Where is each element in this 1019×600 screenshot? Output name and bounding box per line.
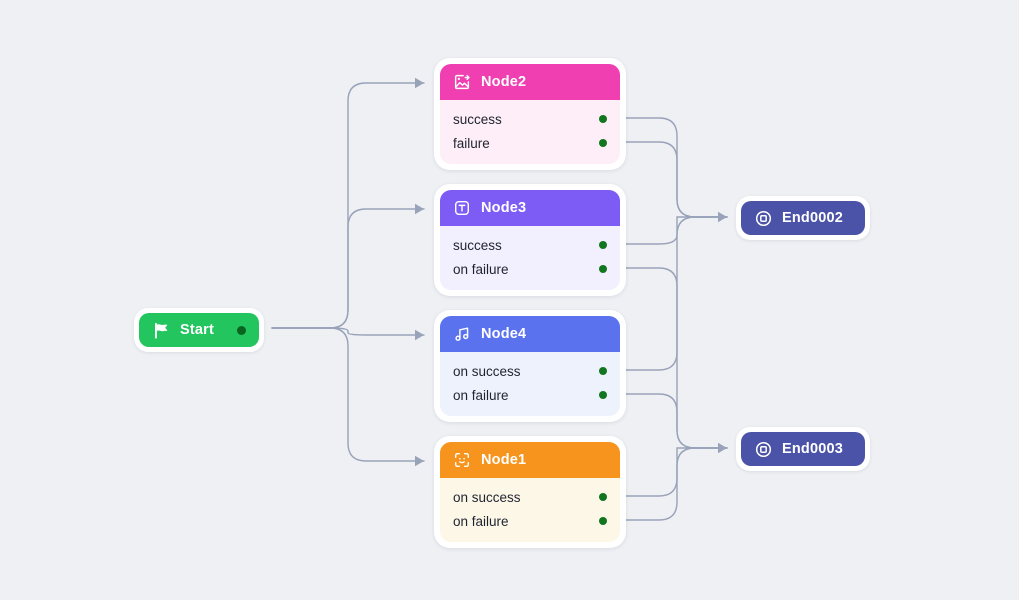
- node-end0002[interactable]: End0002: [736, 196, 870, 240]
- node-card-node2[interactable]: Node2 success failure: [434, 58, 626, 170]
- port-label: on failure: [453, 387, 509, 403]
- edge: [624, 393, 728, 449]
- edge: [624, 447, 728, 497]
- port-label: failure: [453, 135, 490, 151]
- card-inner: Node4 on success on failure: [440, 316, 620, 416]
- port-status-dot[interactable]: [599, 265, 607, 273]
- port-status-dot[interactable]: [599, 493, 607, 501]
- start-pill[interactable]: Start: [139, 313, 259, 347]
- edge: [271, 327, 425, 462]
- edge: [271, 82, 425, 329]
- card-ports: on success on failure: [440, 478, 620, 542]
- node-card-node1[interactable]: Node1 on success on failure: [434, 436, 626, 548]
- port-label: on success: [453, 363, 521, 379]
- port-label: on failure: [453, 261, 509, 277]
- stop-circle-icon: [754, 440, 773, 459]
- card-ports: on success on failure: [440, 352, 620, 416]
- port-label: success: [453, 111, 502, 127]
- card-title: Node2: [481, 74, 527, 90]
- port-label: on success: [453, 489, 521, 505]
- stop-circle-icon: [754, 209, 773, 228]
- card-header[interactable]: Node2: [440, 64, 620, 100]
- port-label: success: [453, 237, 502, 253]
- card-ports: success failure: [440, 100, 620, 164]
- edge: [271, 327, 425, 336]
- music-note-icon: [453, 325, 471, 343]
- edge: [624, 216, 728, 371]
- start-label: Start: [180, 322, 215, 338]
- card-title: Node4: [481, 326, 527, 342]
- edge-arrowhead: [415, 77, 424, 89]
- port-status-dot[interactable]: [599, 517, 607, 525]
- edge: [624, 141, 728, 218]
- node-start[interactable]: Start: [134, 308, 264, 352]
- card-inner: Node3 success on failure: [440, 190, 620, 290]
- card-header[interactable]: Node4: [440, 316, 620, 352]
- card-inner: Node2 success failure: [440, 64, 620, 164]
- image-export-icon: [453, 73, 471, 91]
- port-row[interactable]: on failure: [440, 509, 620, 533]
- port-label: on failure: [453, 513, 509, 529]
- edge-arrowhead: [415, 203, 424, 215]
- port-row[interactable]: success: [440, 233, 620, 257]
- port-row[interactable]: success: [440, 107, 620, 131]
- edge: [624, 216, 728, 245]
- card-header[interactable]: Node1: [440, 442, 620, 478]
- port-status-dot[interactable]: [599, 115, 607, 123]
- port-row[interactable]: on failure: [440, 383, 620, 407]
- port-status-dot[interactable]: [599, 367, 607, 375]
- port-row[interactable]: failure: [440, 131, 620, 155]
- node-card-node3[interactable]: Node3 success on failure: [434, 184, 626, 296]
- face-scan-icon: [453, 451, 471, 469]
- edge-arrowhead: [415, 455, 424, 467]
- edge: [624, 447, 728, 521]
- card-title: Node1: [481, 452, 527, 468]
- port-status-dot[interactable]: [599, 139, 607, 147]
- edge: [624, 267, 728, 449]
- text-box-icon: [453, 199, 471, 217]
- port-row[interactable]: on success: [440, 485, 620, 509]
- edge-arrowhead: [415, 329, 424, 341]
- edge: [271, 208, 425, 329]
- edge: [624, 117, 728, 218]
- node-card-node4[interactable]: Node4 on success on failure: [434, 310, 626, 422]
- port-status-dot[interactable]: [599, 391, 607, 399]
- port-status-dot[interactable]: [599, 241, 607, 249]
- end-label: End0003: [782, 441, 844, 457]
- edge-arrowhead: [718, 211, 727, 223]
- start-status-dot: [237, 325, 246, 335]
- end-pill[interactable]: End0002: [741, 201, 865, 235]
- edge-arrowhead: [718, 442, 727, 454]
- end-label: End0002: [782, 210, 844, 226]
- port-row[interactable]: on failure: [440, 257, 620, 281]
- flag-icon: [152, 321, 171, 340]
- card-ports: success on failure: [440, 226, 620, 290]
- card-title: Node3: [481, 200, 527, 216]
- node-end0003[interactable]: End0003: [736, 427, 870, 471]
- card-inner: Node1 on success on failure: [440, 442, 620, 542]
- card-header[interactable]: Node3: [440, 190, 620, 226]
- end-pill[interactable]: End0003: [741, 432, 865, 466]
- port-row[interactable]: on success: [440, 359, 620, 383]
